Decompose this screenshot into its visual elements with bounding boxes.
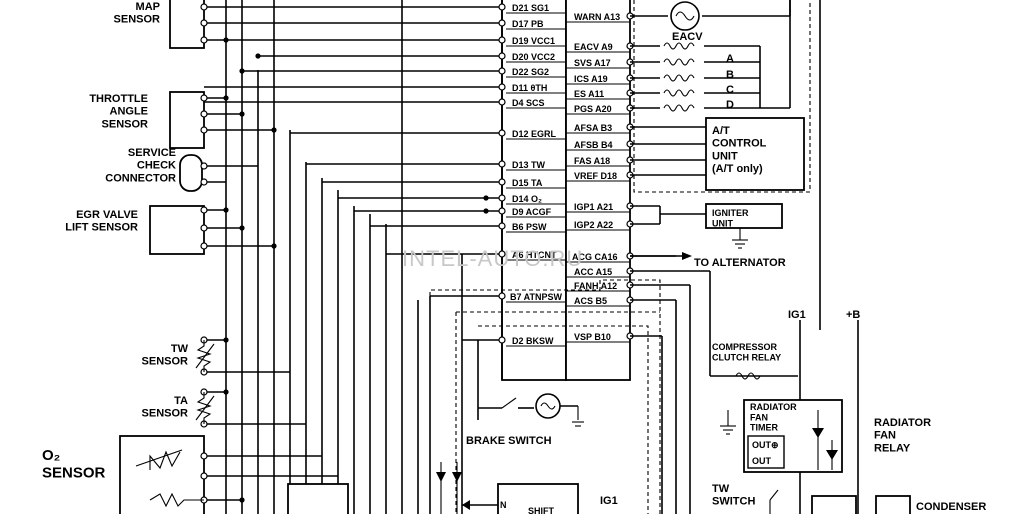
service-check-connector [179, 154, 203, 192]
pin-b7: B7 ATNPSW [510, 292, 563, 302]
pin-a6: A6 HTCNT [512, 250, 557, 260]
pin-d21: D21 SG1 [512, 3, 549, 13]
ig1-bottom-label: IG1 [600, 495, 618, 507]
pin-d9: D9 ACGF [512, 207, 552, 217]
pin-a9: EACV A9 [574, 42, 613, 52]
condenser-label: CONDENSER [916, 501, 986, 513]
bottom-left-connector [287, 483, 349, 514]
pin-d19: D19 VCC1 [512, 36, 555, 46]
warn-lamp [670, 1, 700, 31]
pin-a19: ICS A19 [574, 74, 608, 84]
brake-switch [478, 393, 584, 427]
shift-unit [497, 483, 579, 514]
eacv-label: EACV [672, 31, 703, 43]
pin-d20: D20 VCC2 [512, 52, 555, 62]
pin-a12: FANH A12 [574, 281, 617, 291]
pin-d14: D14 O₂ [512, 194, 542, 204]
pin-a22: IGP2 A22 [574, 220, 613, 230]
pin-d11: D11 θTH [512, 83, 547, 93]
pin-b3: AFSA B3 [574, 123, 612, 133]
throttle-sensor-box [169, 91, 205, 149]
relay-box-left [811, 495, 857, 514]
pin-a15: ACC A15 [574, 267, 612, 277]
valve-a-label: A [726, 53, 734, 65]
pin-a17: SVS A17 [574, 58, 611, 68]
brake-switch-label: BRAKE SWITCH [466, 435, 552, 447]
dashed-outlines [429, 0, 811, 514]
pin-d15: D15 TA [512, 178, 543, 188]
pin-a20: PGS A20 [574, 104, 612, 114]
junction-dots [223, 37, 489, 503]
ta-thermistor [195, 392, 215, 424]
pin-d13: D13 TW [512, 160, 546, 170]
ecu-left-pins: D21 SG1 D17 PB D19 VCC1 D20 VCC2 D22 SG2… [506, 3, 566, 347]
map-sensor-box [169, 0, 205, 49]
alternator-arrow [630, 252, 692, 260]
pin-b4: AFSB B4 [574, 140, 613, 150]
valve-c-label: C [726, 84, 734, 96]
pin-d18: VREF D18 [574, 171, 617, 181]
valve-d-label: D [726, 99, 734, 111]
pin-ca16: ACG CA16 [572, 252, 618, 262]
tw-switch [769, 489, 779, 514]
at-control-unit [705, 117, 805, 191]
shift-n-label: N [500, 500, 507, 510]
plus-b-label: +B [846, 309, 860, 321]
tw-thermistor [195, 340, 215, 372]
valve-b-label: B [726, 69, 734, 81]
shift-label: SHIFT [528, 506, 555, 514]
ecu-terminals [498, 3, 634, 344]
left-signal-wires [204, 6, 502, 501]
pin-a11: ES A11 [574, 89, 604, 99]
egr-sensor-box [149, 205, 205, 255]
alternator-label: TO ALTERNATOR [694, 257, 786, 269]
pin-d4: D4 SCS [512, 98, 545, 108]
pin-b5: ACS B5 [574, 296, 607, 306]
ecu-right-pins: WARN A13 EACV A9 SVS A17 ICS A19 ES A11 … [566, 12, 630, 343]
pin-a18: FAS A18 [574, 156, 610, 166]
out-plus-label: OUT⊕ [752, 440, 779, 450]
o2-sensor-element [135, 449, 204, 508]
timer-diodes [812, 410, 838, 470]
bottom-diodes [436, 462, 498, 514]
o2-sensor-box [119, 435, 205, 514]
relay-box-right [875, 495, 911, 514]
left-ground [720, 410, 736, 435]
igniter-unit [705, 203, 783, 229]
ecu-block [501, 0, 631, 381]
pin-b10: VSP B10 [574, 332, 611, 342]
pin-d12: D12 EGRL [512, 129, 557, 139]
igniter-ground [732, 228, 748, 249]
left-trunk-wires [225, 0, 479, 514]
watermark: INTEL-AUTO.RU [402, 246, 583, 271]
valve-coils [663, 42, 761, 380]
out-minus-label: OUT [752, 456, 772, 466]
pin-d2: D2 BKSW [512, 336, 554, 346]
pin-a13: WARN A13 [574, 12, 620, 22]
pin-b6: B6 PSW [512, 222, 547, 232]
pin-d22: D22 SG2 [512, 67, 549, 77]
ig1-top-label: IG1 [788, 309, 806, 321]
pin-a21: IGP1 A21 [574, 202, 613, 212]
pin-d17: D17 PB [512, 19, 544, 29]
